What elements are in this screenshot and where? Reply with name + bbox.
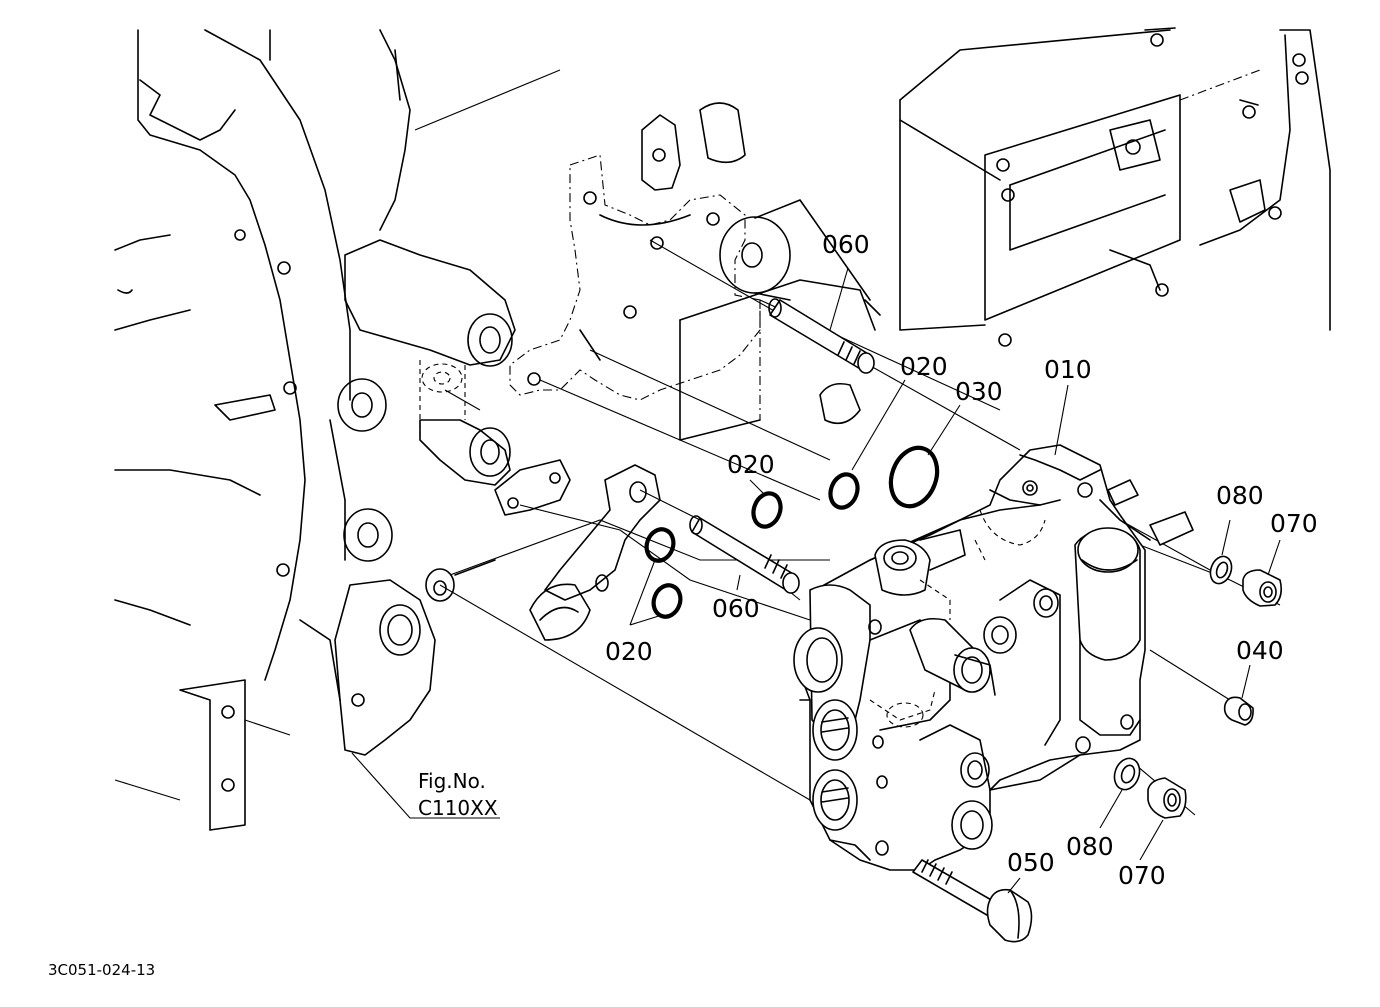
plug-040: [1223, 696, 1254, 726]
callout-020-c: 020: [605, 637, 653, 666]
o-ring-030: [888, 445, 940, 509]
callout-020-b: 020: [727, 450, 775, 479]
nut-070-lower: [1147, 777, 1187, 819]
callout-060-top: 060: [822, 230, 870, 259]
figure-reference: Fig.No. C110XX: [418, 769, 498, 820]
o-rings: [644, 445, 940, 619]
drawing-code: 3C051-024-13: [48, 961, 155, 979]
connector-plate: [425, 459, 661, 641]
stud-bolt-upper: [768, 298, 875, 374]
o-ring-020-lower-lower: [651, 583, 683, 619]
callout-040: 040: [1236, 636, 1284, 665]
o-ring-020-upper-mid: [751, 491, 783, 529]
leader-lines: [351, 267, 1281, 894]
spacer-flange: [679, 199, 881, 441]
right-housing: [899, 27, 1331, 347]
locating-tabs: [641, 102, 746, 191]
valve-body: [793, 444, 1194, 871]
callout-030: 030: [955, 377, 1003, 406]
callout-080-b: 080: [1066, 832, 1114, 861]
callout-060-mid: 060: [712, 594, 760, 623]
callout-050: 050: [1007, 848, 1055, 877]
nut-070-upper: [1242, 569, 1282, 607]
fig-ref-number: C110XX: [418, 796, 498, 820]
callout-080-a: 080: [1216, 481, 1264, 510]
o-ring-020-upper-right: [828, 472, 860, 510]
transmission-housing: [114, 29, 561, 831]
fig-ref-label: Fig.No.: [418, 769, 486, 793]
gasket-plate: [509, 154, 761, 401]
washer-080-upper: [1209, 555, 1233, 585]
callout-020-a: 020: [900, 352, 948, 381]
housing-mounting-bosses: [299, 239, 516, 756]
callout-070-b: 070: [1118, 861, 1166, 890]
bolt-050: [912, 859, 1033, 943]
callout-010: 010: [1044, 355, 1092, 384]
stud-bolt-lower: [689, 515, 800, 594]
callout-labels: 060 020 030 010 020 080 070 060 020 040 …: [605, 230, 1318, 890]
callout-070-a: 070: [1270, 509, 1318, 538]
washer-080-lower: [1113, 757, 1141, 791]
o-ring-020-lower-upper: [644, 527, 676, 563]
